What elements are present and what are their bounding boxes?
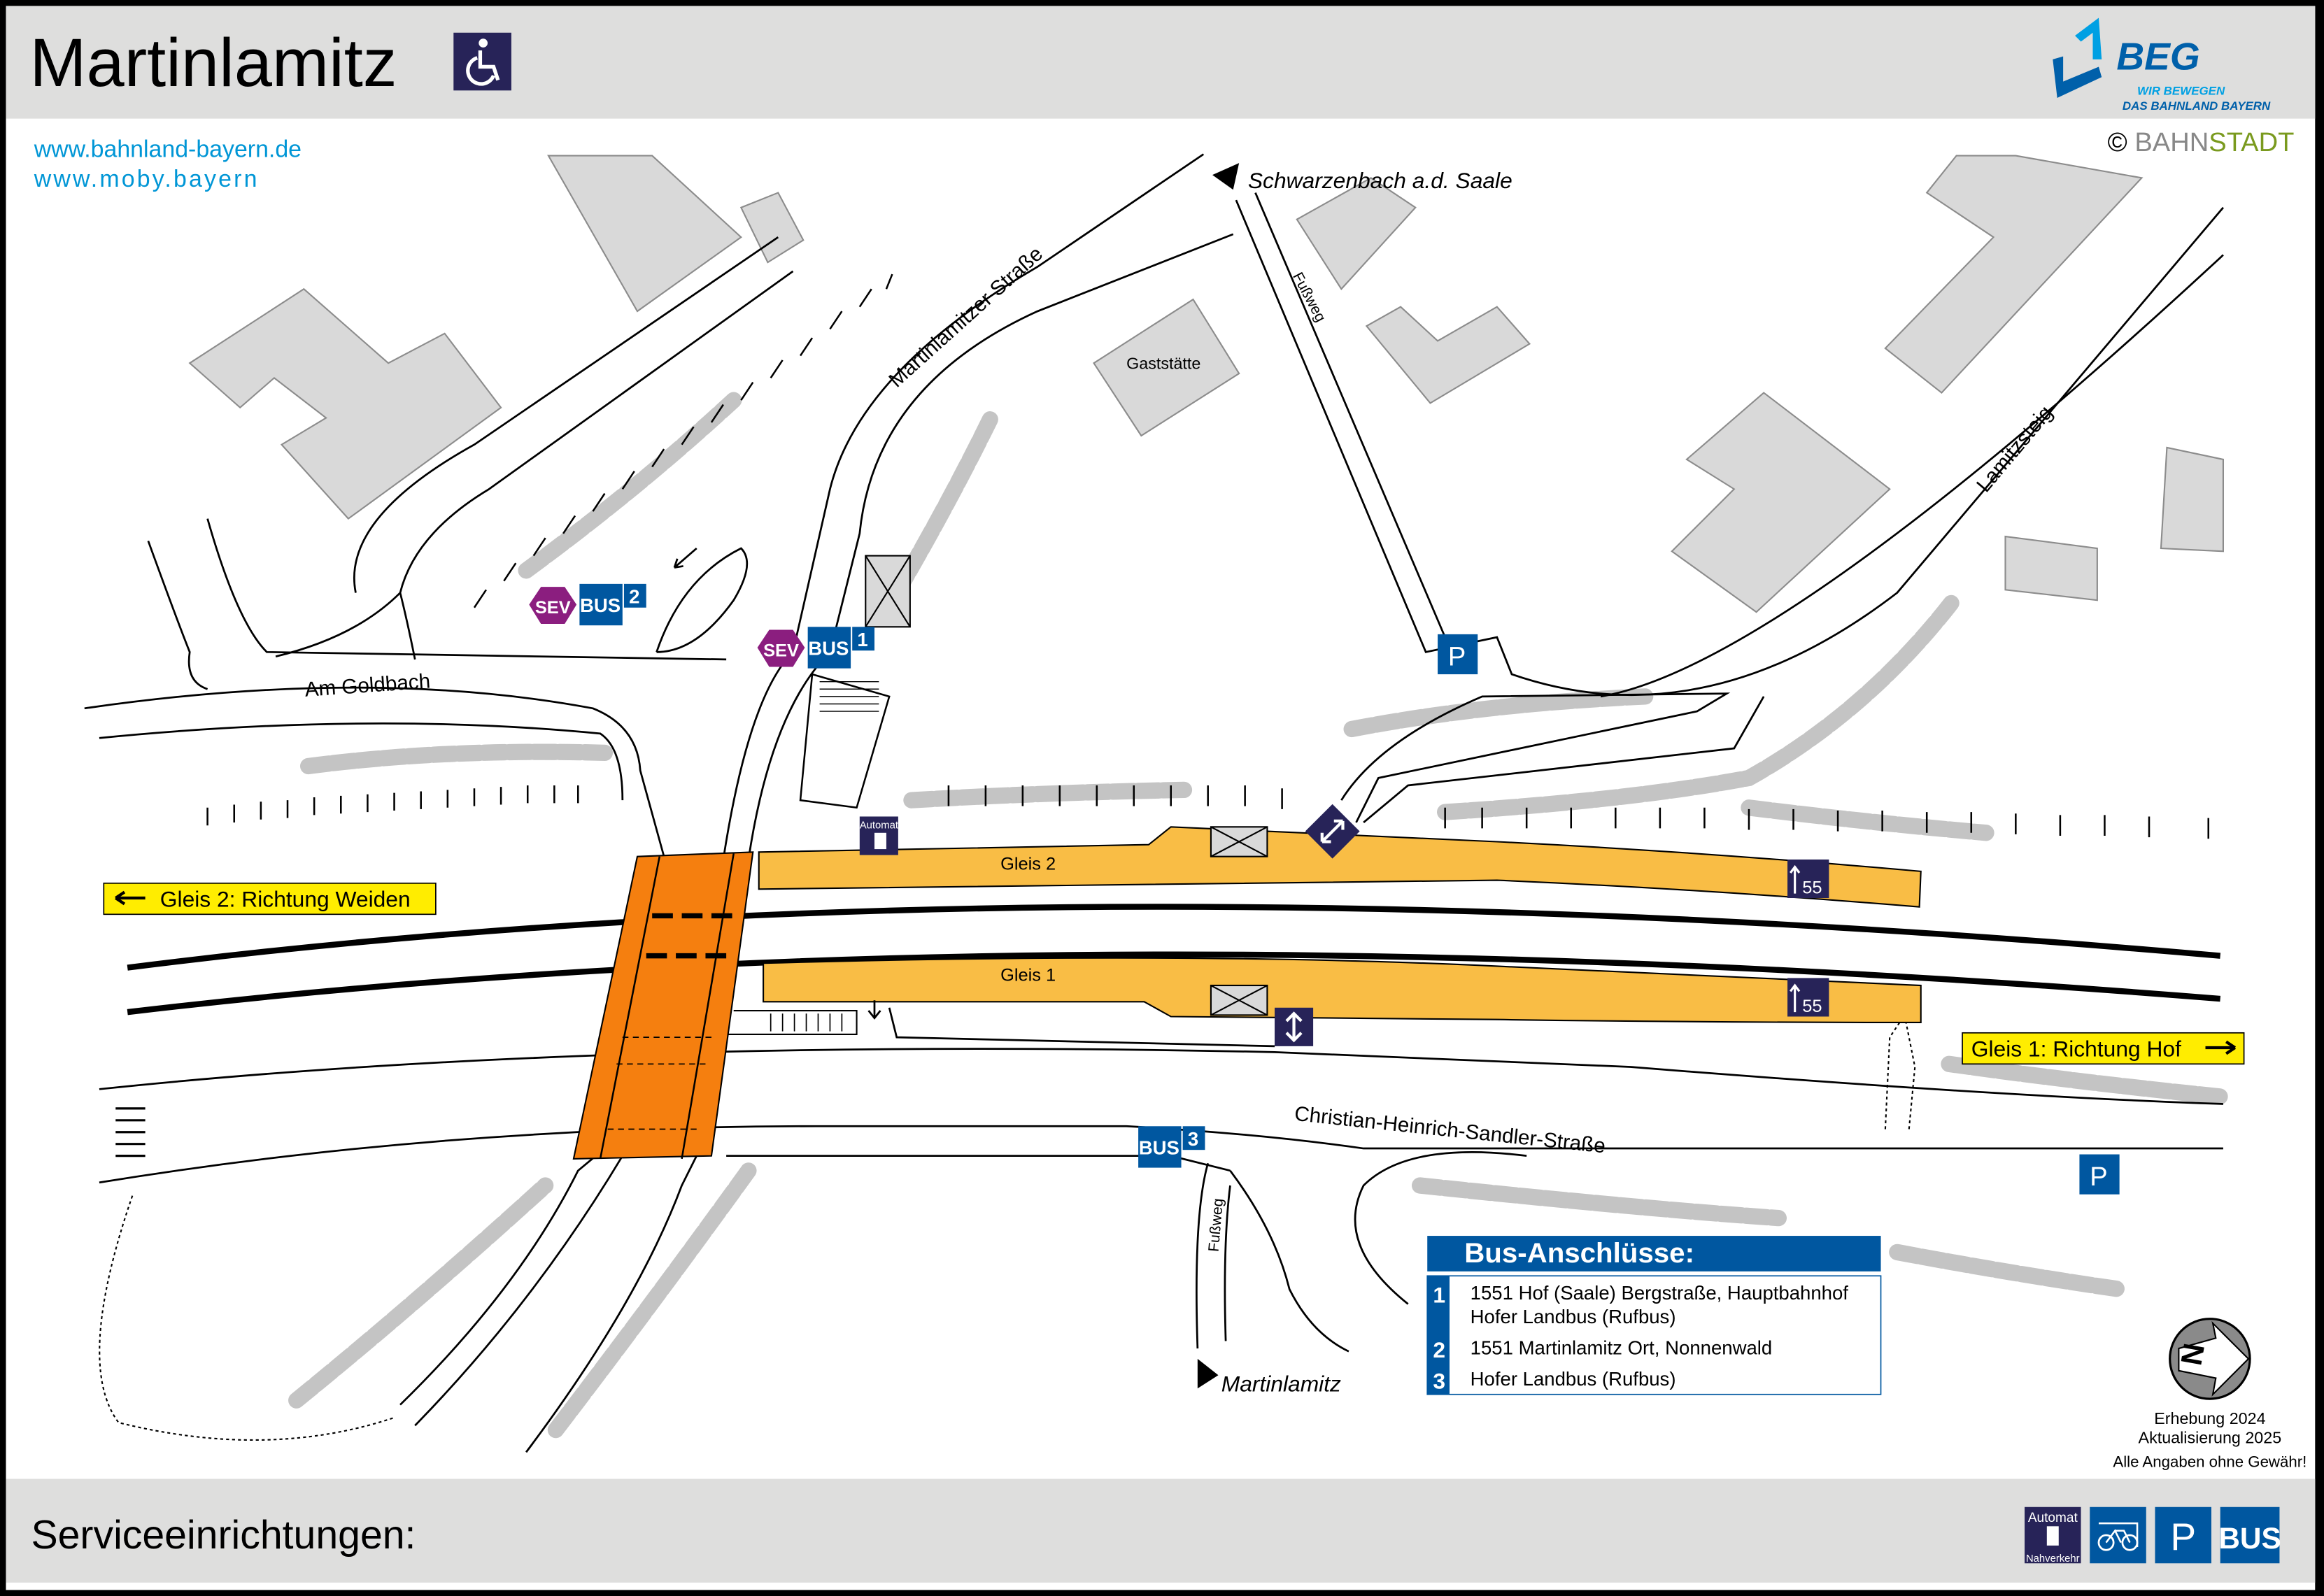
svg-text:1: 1 bbox=[857, 629, 867, 650]
svg-text:Automat: Automat bbox=[2028, 1511, 2078, 1525]
svg-text:Schwarzenbach a.d. Saale: Schwarzenbach a.d. Saale bbox=[1248, 168, 1512, 193]
arrow-icon bbox=[1212, 163, 1240, 190]
link-bahnland[interactable]: www.bahnland-bayern.de bbox=[34, 136, 302, 163]
direction-gleis-2: Gleis 2: Richtung Weiden bbox=[103, 882, 437, 915]
svg-text:BUS: BUS bbox=[580, 594, 621, 616]
svg-text:BUS: BUS bbox=[2218, 1522, 2281, 1555]
wheelchair-icon bbox=[453, 32, 511, 91]
access-path-icon bbox=[1275, 1007, 1314, 1046]
svg-text:3: 3 bbox=[1188, 1128, 1198, 1150]
update-note: Aktualisierung 2025 bbox=[2139, 1429, 2282, 1447]
platform-height-icon: 55 bbox=[1787, 859, 1829, 899]
svg-text:55: 55 bbox=[1802, 997, 1822, 1016]
destination-south: Martinlamitz bbox=[1197, 1358, 1341, 1397]
svg-text:2: 2 bbox=[1433, 1337, 1445, 1362]
railway-tracks bbox=[127, 904, 2221, 1016]
header-bar bbox=[6, 6, 2316, 119]
svg-text:Automat: Automat bbox=[860, 820, 899, 831]
arrow-icon bbox=[673, 547, 697, 569]
svg-text:DAS BAHNLAND BAYERN: DAS BAHNLAND BAYERN bbox=[2123, 99, 2271, 113]
shelter-icon bbox=[1210, 826, 1268, 857]
ticket-machine-icon: Automat bbox=[860, 816, 899, 855]
bus-panel-title: Bus-Anschlüsse: bbox=[1464, 1237, 1694, 1269]
svg-text:P: P bbox=[2090, 1162, 2107, 1192]
svg-text:BEG: BEG bbox=[2116, 35, 2199, 78]
destination-north: Schwarzenbach a.d. Saale bbox=[1212, 163, 1512, 193]
services-title: Serviceeinrichtungen: bbox=[31, 1513, 416, 1558]
station-title: Martinlamitz bbox=[29, 24, 397, 101]
hedges bbox=[288, 392, 2229, 1439]
platform-gleis-1 bbox=[763, 957, 1922, 1024]
access-ramp-icon bbox=[1305, 804, 1360, 859]
svg-text:1551 Martinlamitz Ort, Nonnenw: 1551 Martinlamitz Ort, Nonnenwald bbox=[1471, 1337, 1773, 1359]
level-crossing bbox=[572, 851, 754, 1160]
svg-text:SEV: SEV bbox=[763, 641, 799, 661]
bus-service-icon: BUS bbox=[2218, 1506, 2281, 1564]
svg-text:1551 Hof (Saale) Bergstraße, H: 1551 Hof (Saale) Bergstraße, Hauptbahnho… bbox=[1471, 1282, 1849, 1304]
svg-text:SEV: SEV bbox=[535, 598, 571, 618]
link-moby[interactable]: www.moby.bayern bbox=[34, 166, 260, 192]
svg-text:Gleis 2: Richtung Weiden: Gleis 2: Richtung Weiden bbox=[160, 887, 411, 912]
copyright: ©BAHNSTADT bbox=[2108, 127, 2295, 157]
svg-text:P: P bbox=[1448, 641, 1466, 671]
arrow-icon bbox=[1197, 1358, 1219, 1389]
svg-text:Nahverkehr: Nahverkehr bbox=[2026, 1553, 2080, 1565]
shelter-icon bbox=[1210, 984, 1268, 1016]
svg-text:1: 1 bbox=[1433, 1282, 1445, 1307]
svg-text:BUS: BUS bbox=[808, 638, 849, 660]
svg-text:Hofer Landbus (Rufbus): Hofer Landbus (Rufbus) bbox=[1471, 1368, 1676, 1390]
svg-text:BUS: BUS bbox=[1139, 1137, 1179, 1159]
poi-gaststaette: Gaststätte bbox=[1126, 355, 1200, 373]
parking-sign: P bbox=[2079, 1154, 2120, 1195]
platform-gleis-1-label: Gleis 1 bbox=[1000, 966, 1056, 985]
arrow-icon bbox=[867, 1000, 881, 1020]
ticket-machine-service-icon: Automat Nahverkehr bbox=[2025, 1506, 2081, 1565]
platform-gleis-2 bbox=[758, 826, 1922, 908]
svg-text:2: 2 bbox=[629, 585, 639, 607]
bus-connections-panel: Bus-Anschlüsse: 1 1551 Hof (Saale) Bergs… bbox=[1426, 1236, 1882, 1395]
svg-text:P: P bbox=[2170, 1515, 2196, 1558]
parking-stalls bbox=[206, 273, 2210, 839]
platform-gleis-2-label: Gleis 2 bbox=[1000, 855, 1056, 874]
svg-text:Gleis 1: Richtung Hof: Gleis 1: Richtung Hof bbox=[1971, 1036, 2181, 1062]
svg-text:55: 55 bbox=[1802, 878, 1822, 898]
buildings bbox=[188, 155, 2224, 613]
survey-note: Erhebung 2024 bbox=[2154, 1409, 2265, 1427]
bus-stop-3: BUS 3 bbox=[1138, 1126, 1205, 1168]
parking-sign: P bbox=[1438, 634, 1478, 675]
svg-text:WIR BEWEGEN: WIR BEWEGEN bbox=[2137, 85, 2225, 98]
bus-stop-2: SEV BUS 2 bbox=[529, 583, 646, 626]
platform-height-icon: 55 bbox=[1787, 978, 1829, 1017]
disclaimer: Alle Angaben ohne Gewähr! bbox=[2113, 1453, 2307, 1471]
direction-gleis-1: Gleis 1: Richtung Hof bbox=[1962, 1032, 2245, 1065]
svg-text:Martinlamitz: Martinlamitz bbox=[1221, 1371, 1341, 1397]
north-arrow-icon: N bbox=[2169, 1318, 2251, 1400]
svg-text:Hofer Landbus (Rufbus): Hofer Landbus (Rufbus) bbox=[1471, 1306, 1676, 1327]
bicycle-parking-icon bbox=[2090, 1506, 2146, 1564]
beg-logo: BEG WIR BEWEGEN DAS BAHNLAND BAYERN bbox=[2053, 17, 2271, 113]
svg-text:3: 3 bbox=[1433, 1368, 1445, 1393]
bus-stop-1: SEV BUS 1 bbox=[757, 627, 874, 669]
footer-bar bbox=[6, 1479, 2316, 1583]
parking-service-icon: P bbox=[2155, 1506, 2211, 1564]
